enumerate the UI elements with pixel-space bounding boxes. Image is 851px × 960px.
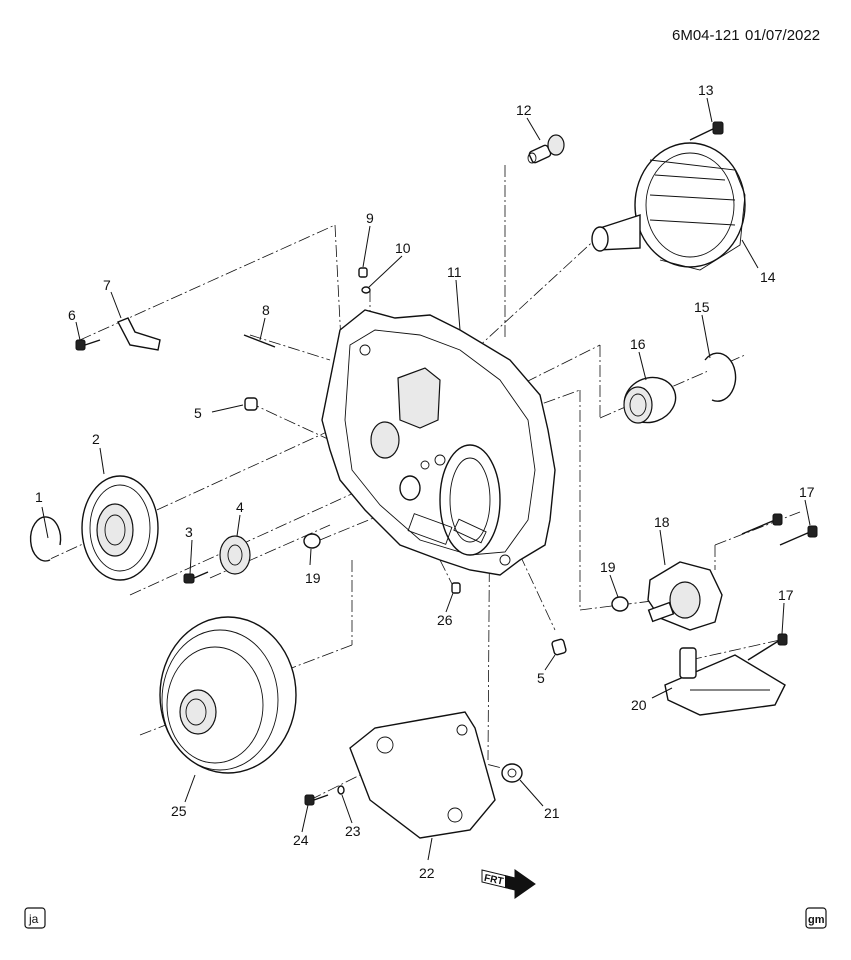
bearing-16 [623, 376, 677, 424]
gm-logo-badge: gm [805, 907, 827, 929]
bolt-3 [183, 571, 209, 584]
seal-19-left [303, 533, 321, 549]
bolt-17-upper-2 [779, 525, 818, 546]
callout-18: 18 [654, 514, 670, 530]
washer-21 [501, 763, 523, 783]
callout-5-upper: 5 [194, 405, 202, 421]
callout-1: 1 [35, 489, 43, 505]
frt-label: FRT [483, 873, 504, 888]
fitting-12 [527, 134, 565, 164]
callout-10: 10 [395, 240, 411, 256]
pinion-gear-4 [219, 535, 251, 575]
shield-22 [349, 711, 496, 839]
front-direction-arrow: FRT [481, 869, 536, 899]
snap-ring-15 [704, 352, 737, 402]
plug-5-upper [244, 397, 258, 411]
callout-22: 22 [419, 865, 435, 881]
pump-18 [647, 561, 723, 631]
callout-11: 11 [447, 264, 462, 280]
callout-24: 24 [293, 832, 309, 848]
callout-16: 16 [630, 336, 646, 352]
filter-20 [664, 647, 786, 716]
bolt-13 [689, 121, 724, 141]
callout-7: 7 [103, 277, 111, 293]
callout-labels: 1 2 3 4 5 5 6 7 8 9 10 11 12 13 14 15 16… [35, 82, 815, 881]
footer-right-text: gm [808, 914, 825, 926]
callout-17-upper: 17 [799, 484, 815, 500]
callout-12: 12 [516, 102, 532, 118]
ring-gear-25 [159, 616, 297, 774]
callout-15: 15 [694, 299, 710, 315]
pin-8 [243, 334, 276, 348]
bolt-24 [304, 794, 329, 806]
callout-3: 3 [185, 524, 193, 540]
leader-lines [41, 97, 811, 861]
callout-6: 6 [68, 307, 76, 323]
callout-23: 23 [345, 823, 361, 839]
transmission-case [321, 309, 556, 576]
diagram-code: 6M04-121 [672, 27, 740, 44]
bolt-17-upper [741, 513, 783, 535]
bolt-6 [75, 339, 101, 351]
callout-21: 21 [544, 805, 560, 821]
snap-ring-1 [29, 516, 62, 562]
callout-25: 25 [171, 803, 187, 819]
bolt-17-lower [747, 633, 788, 661]
callout-2: 2 [92, 431, 100, 447]
callout-20: 20 [631, 697, 647, 713]
footer-left-text: ja [28, 912, 39, 926]
plug-5-lower [551, 638, 567, 656]
diagram-date: 01/07/2022 [745, 27, 820, 44]
callout-17-lower: 17 [778, 587, 794, 603]
callout-8: 8 [262, 302, 270, 318]
callout-19-left: 19 [305, 570, 321, 586]
washer-10 [361, 286, 371, 294]
callout-14: 14 [760, 269, 776, 285]
footer-badge-left: ja [24, 907, 46, 929]
callout-13: 13 [698, 82, 714, 98]
plug-9 [358, 267, 368, 278]
callout-9: 9 [366, 210, 374, 226]
bracket-7 [117, 317, 161, 351]
seal-19-right [611, 596, 629, 612]
callout-26: 26 [437, 612, 453, 628]
differential-carrier [591, 142, 746, 271]
callout-4: 4 [236, 499, 244, 515]
callout-19-right: 19 [600, 559, 616, 575]
washer-23 [337, 785, 345, 795]
callout-5-lower: 5 [537, 670, 545, 686]
plug-26 [451, 582, 461, 594]
sprocket-2 [81, 475, 159, 581]
